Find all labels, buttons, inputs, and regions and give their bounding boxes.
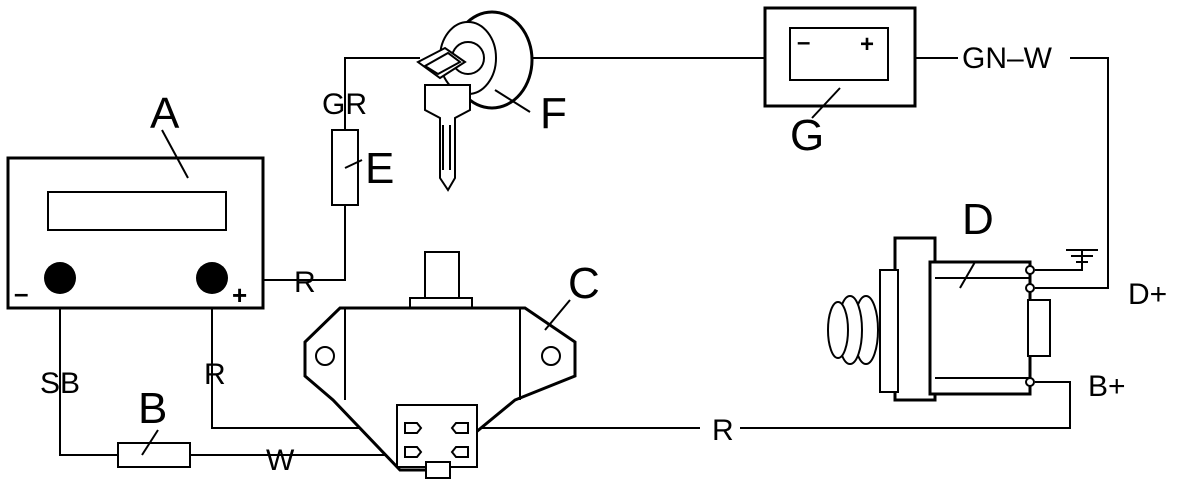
wire-label-sb: SB — [40, 367, 80, 400]
wire-label-r-left: R — [204, 358, 226, 391]
wire-ground — [1035, 250, 1083, 271]
component-b — [117, 429, 191, 468]
wire-r-long — [211, 292, 1071, 429]
label-c: C — [568, 259, 600, 308]
ground-icon — [1066, 249, 1098, 263]
component-a: – + — [6, 156, 265, 310]
g-minus-sign: – — [797, 29, 810, 56]
label-e: E — [365, 144, 394, 193]
component-g: – + — [763, 6, 917, 119]
wire-label-w: W — [266, 444, 295, 477]
terminal-positive — [196, 262, 228, 294]
plus-sign: + — [232, 280, 247, 310]
wire-gn-w — [915, 57, 1109, 289]
wire-sb — [59, 295, 118, 456]
component-d — [827, 236, 1051, 402]
component-f — [416, 10, 534, 192]
terminal-label-b-plus: B+ — [1088, 370, 1126, 403]
wire-e-to-switch — [344, 57, 420, 130]
label-f: F — [540, 89, 567, 138]
component-c — [303, 251, 577, 479]
terminal-negative — [44, 262, 76, 294]
wire-label-r-top: R — [294, 266, 316, 299]
label-a: A — [150, 89, 180, 138]
wire-label-r-bottom: R — [712, 414, 734, 447]
component-e — [331, 129, 363, 206]
g-plus-sign: + — [860, 31, 874, 58]
wire-label-gr: GR — [322, 88, 367, 121]
label-g: G — [790, 111, 824, 160]
wire-label-gn-w: GN–W — [962, 42, 1053, 75]
terminal-label-d-plus: D+ — [1128, 278, 1167, 311]
minus-sign: – — [14, 278, 28, 308]
label-d: D — [962, 195, 994, 244]
label-b: B — [138, 384, 167, 433]
wire-r-to-e — [230, 205, 346, 281]
